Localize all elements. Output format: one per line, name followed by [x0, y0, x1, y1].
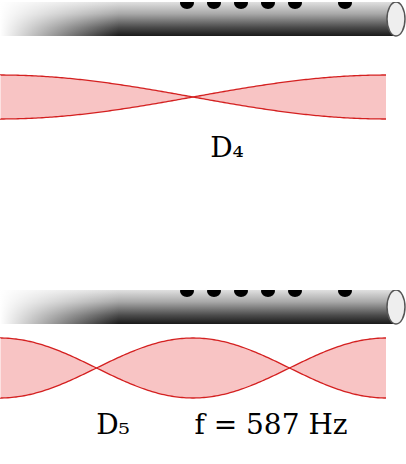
note-label: D₅: [96, 410, 130, 441]
flute-tube: [0, 284, 406, 324]
note-label: D₄: [210, 133, 244, 164]
standing-wave: [0, 75, 386, 119]
standing-wave: [0, 338, 386, 398]
frequency-label: f = 587 Hz: [194, 410, 347, 441]
flute-tube: [0, 0, 406, 36]
